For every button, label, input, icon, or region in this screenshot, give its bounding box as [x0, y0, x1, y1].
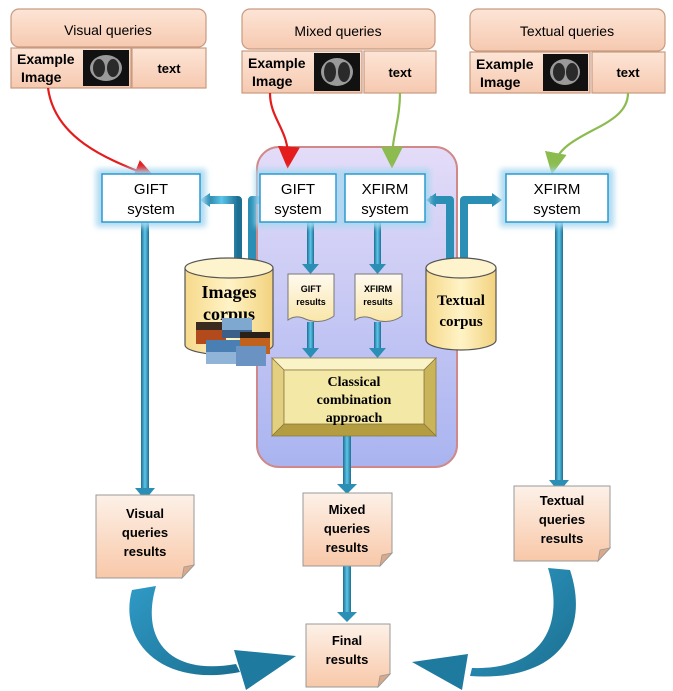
corpus-photo-thumbnails	[196, 318, 270, 366]
visual-results-label-3: results	[124, 544, 167, 559]
xfirm-system-center: XFIRM system	[340, 169, 430, 227]
gift-system-left: GIFT system	[96, 169, 206, 227]
combination-label-2: combination	[317, 393, 392, 408]
visual-example-label-1: Example	[17, 51, 75, 67]
lung-ct-thumbnail-textual	[543, 54, 588, 91]
xfirm-results-document: XFIRM results	[354, 273, 403, 322]
images-corpus-cylinder: Images corpus	[184, 257, 274, 366]
xfirm-right-label-2: system	[533, 201, 581, 218]
visual-example-label-2: Image	[21, 69, 62, 85]
combination-label-3: approach	[326, 411, 383, 426]
gift-left-label-2: system	[127, 201, 175, 218]
textual-query-arrow	[545, 92, 630, 175]
mixed-text-box	[363, 50, 437, 94]
mixed-results-label-1: Mixed	[329, 502, 366, 517]
images-corpus-label-1: Images	[202, 282, 257, 302]
xfirm-center-label-2: system	[361, 201, 409, 218]
combination-label-1: Classical	[328, 375, 381, 390]
textual-corpus-label-2: corpus	[439, 314, 483, 330]
textual-queries-title-box	[469, 8, 666, 52]
xfirm-system-right: XFIRM system	[500, 169, 614, 227]
final-results: Final results	[305, 623, 392, 689]
mixed-queries-title: Mixed queries	[294, 23, 381, 39]
curved-arrow-right	[412, 568, 576, 690]
mixed-text-arrow	[381, 92, 404, 169]
visual-text-box	[131, 47, 207, 89]
visual-query-arrow	[46, 87, 157, 181]
mixed-results-label-3: results	[326, 540, 369, 555]
final-results-label-2: results	[326, 652, 369, 667]
lung-ct-thumbnail-visual	[83, 50, 129, 86]
gift-results-document: GIFT results	[287, 273, 335, 322]
mixed-example-label-1: Example	[248, 55, 306, 71]
xfirm-results-label-1: XFIRM	[364, 284, 392, 294]
gift-left-label-1: GIFT	[134, 181, 168, 198]
textual-results-label-2: queries	[539, 512, 585, 527]
textual-text-label: text	[616, 65, 640, 80]
textual-corpus-cylinder: Textual corpus	[425, 257, 497, 351]
textual-queries-title: Textual queries	[520, 23, 614, 39]
visual-text-label: text	[157, 61, 181, 76]
visual-results-label-1: Visual	[126, 506, 164, 521]
mixed-text-label: text	[388, 65, 412, 80]
visual-queries-title-box	[10, 8, 207, 48]
visual-queries-results: Visual queries results	[95, 494, 196, 580]
textual-queries-group: Textual queries Example Image text	[469, 8, 666, 94]
gift-center-label-2: system	[274, 201, 322, 218]
xfirm-right-label-1: XFIRM	[534, 181, 581, 198]
textual-text-box	[591, 51, 666, 94]
textual-results-label-3: results	[541, 531, 584, 546]
visual-queries-title: Visual queries	[64, 22, 152, 38]
visual-queries-group: Visual queries Example Image text	[10, 8, 207, 89]
curved-arrow-left	[129, 586, 296, 690]
final-results-label-1: Final	[332, 633, 362, 648]
gift-center-label-1: GIFT	[281, 181, 315, 198]
mixed-queries-group: Mixed queries Example Image text	[241, 8, 437, 94]
classical-combination-box: Classical combination approach	[271, 357, 437, 437]
mixed-example-label-2: Image	[252, 73, 293, 89]
textual-results-label-1: Textual	[540, 493, 585, 508]
gift-results-label-1: GIFT	[301, 284, 322, 294]
pipes	[135, 193, 569, 622]
xfirm-results-label-2: results	[363, 297, 393, 307]
visual-results-label-2: queries	[122, 525, 168, 540]
xfirm-center-label-1: XFIRM	[362, 181, 409, 198]
textual-example-label-2: Image	[480, 74, 521, 90]
gift-results-label-2: results	[296, 297, 326, 307]
mixed-image-arrow	[268, 92, 300, 169]
textual-corpus-label-1: Textual	[437, 293, 485, 309]
mixed-results-label-2: queries	[324, 521, 370, 536]
textual-example-label-1: Example	[476, 56, 534, 72]
textual-queries-results: Textual queries results	[513, 485, 612, 563]
lung-ct-thumbnail-mixed	[314, 53, 360, 91]
mixed-queries-results: Mixed queries results	[302, 492, 394, 568]
mixed-queries-title-box	[241, 8, 436, 50]
gift-system-center: GIFT system	[255, 169, 341, 227]
